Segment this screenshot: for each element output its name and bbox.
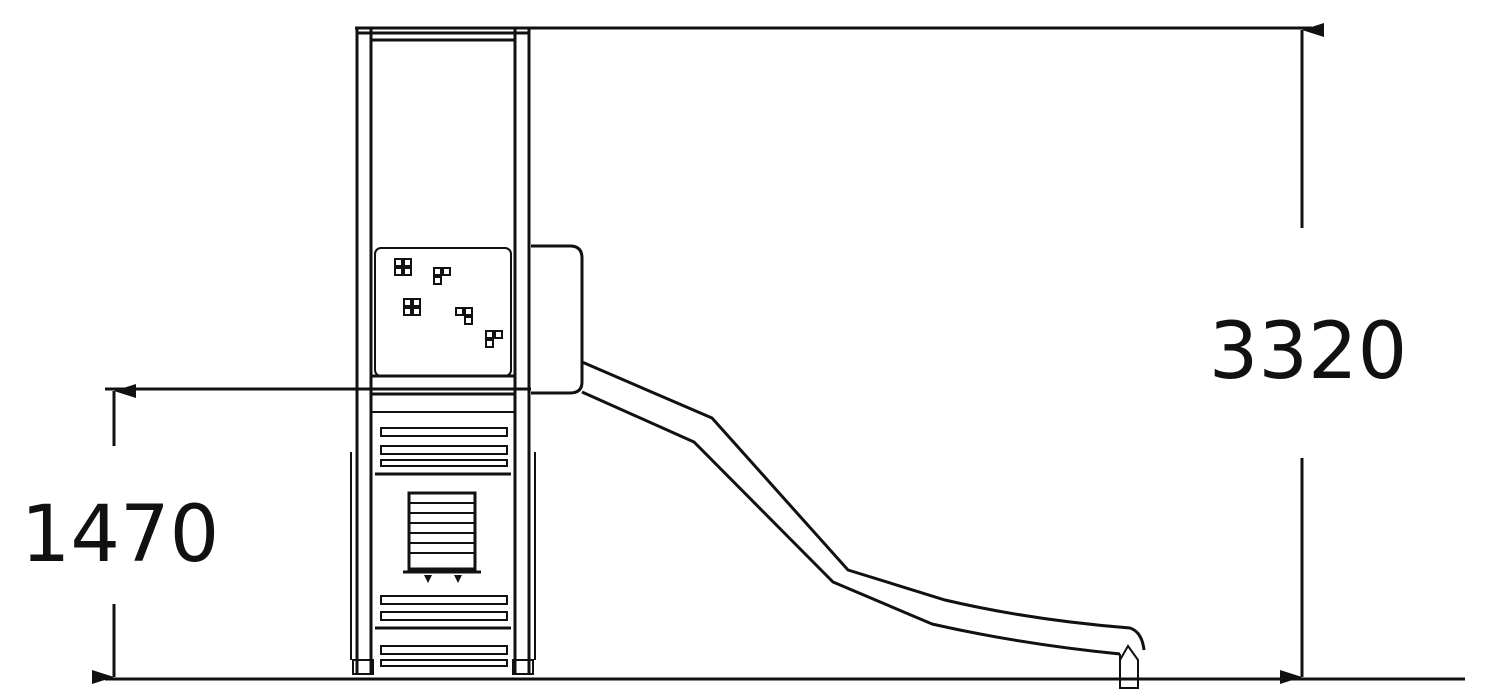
dimension-total-height: 3320: [1209, 22, 1408, 684]
activity-panel: [374, 247, 512, 377]
slide-hood: [531, 244, 584, 395]
tower: [350, 28, 536, 675]
dimension-label-total-height: 3320: [1209, 307, 1408, 397]
slide-chute: [581, 360, 1146, 689]
sign-plate: [403, 491, 481, 583]
platform: [371, 374, 515, 413]
steps: [375, 427, 511, 667]
dimension-label-platform-height: 1470: [21, 490, 220, 580]
dimension-platform-height: 1470: [21, 384, 220, 684]
